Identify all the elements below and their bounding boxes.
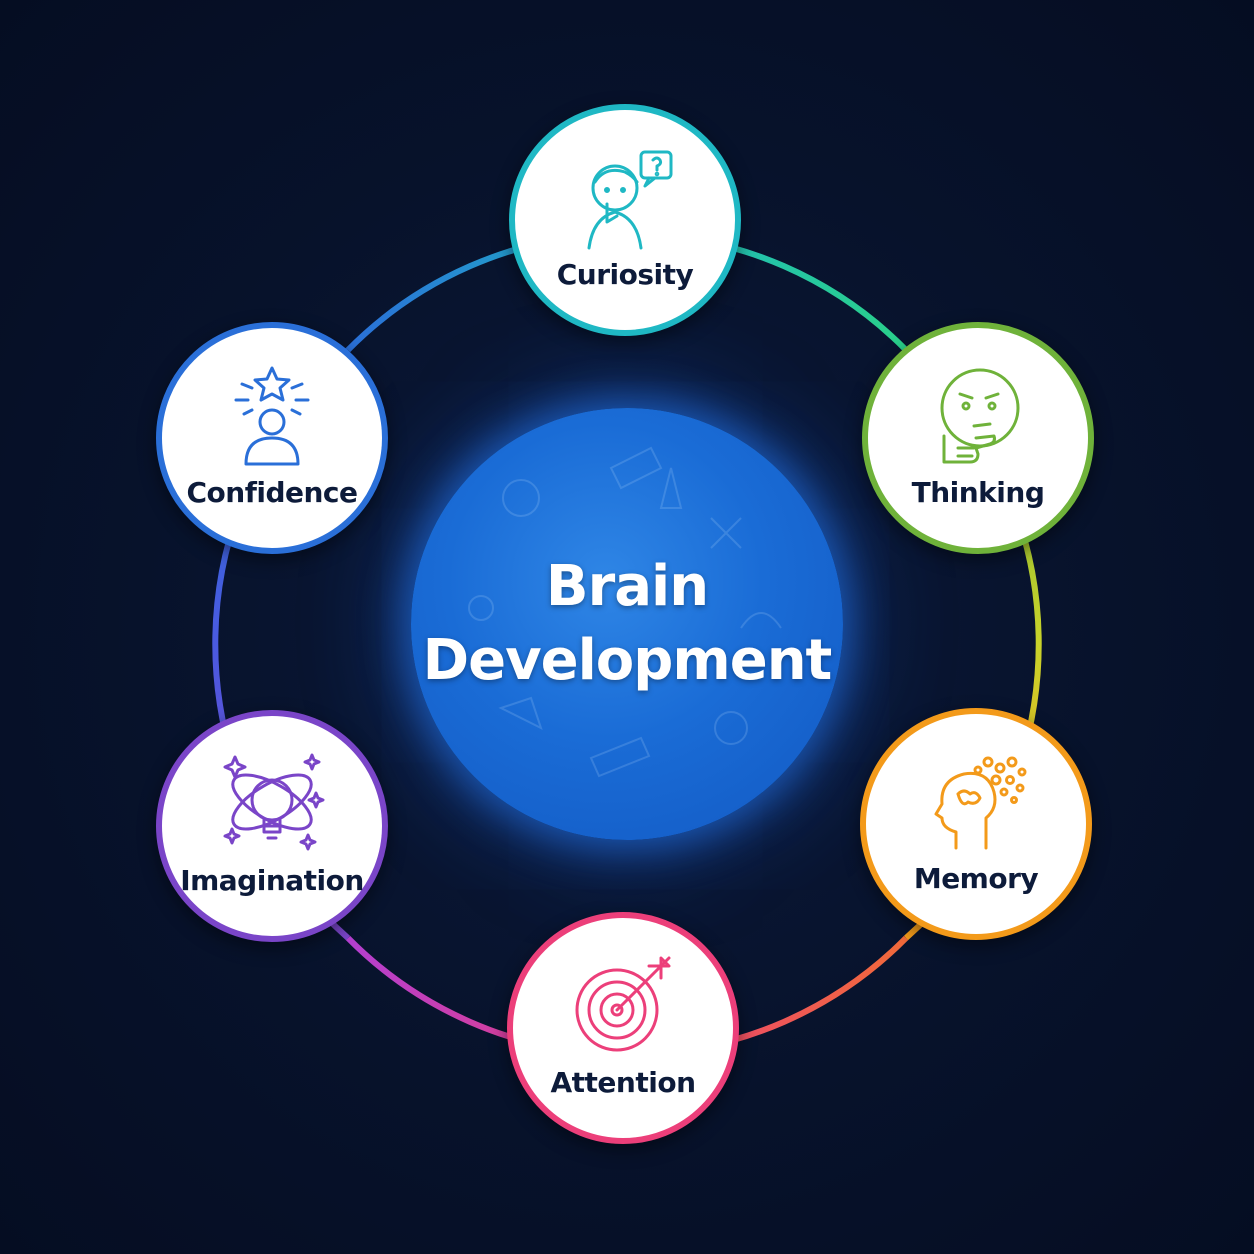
thinking-face-icon — [940, 368, 1020, 464]
person-star-icon — [234, 366, 310, 466]
node-label-attention: Attention — [550, 1066, 696, 1099]
head-memory-icon — [934, 756, 1027, 850]
node-thinking: Thinking — [862, 322, 1094, 554]
lightbulb-orbit-icon — [223, 753, 325, 851]
node-attention: Attention — [507, 912, 739, 1144]
node-label-confidence: Confidence — [186, 476, 358, 509]
node-label-imagination: Imagination — [180, 864, 364, 897]
center-hub: Brain Development — [411, 408, 843, 840]
node-label-curiosity: Curiosity — [556, 258, 694, 291]
curious-child-icon — [587, 150, 673, 250]
background-doodles — [468, 446, 782, 778]
node-label-thinking: Thinking — [911, 476, 1045, 509]
node-curiosity: Curiosity — [509, 104, 741, 336]
node-memory: Memory — [860, 708, 1092, 940]
node-label-memory: Memory — [913, 862, 1039, 895]
target-arrow-icon — [575, 956, 671, 1052]
node-confidence: Confidence — [156, 322, 388, 554]
node-imagination: Imagination — [156, 710, 388, 942]
center-title: Brain Development — [422, 554, 833, 693]
